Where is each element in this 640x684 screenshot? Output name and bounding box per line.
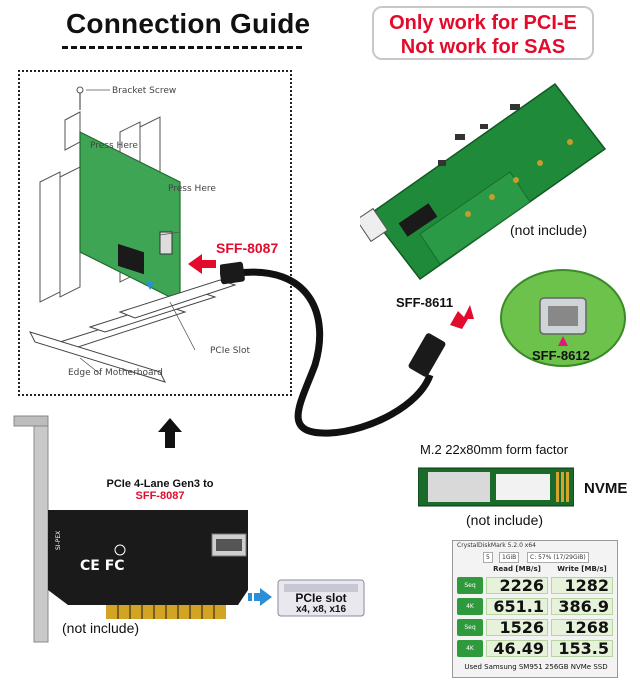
cdm-window-title: CrystalDiskMark 5.2.0 x64 <box>457 542 536 549</box>
cdm-read-value: 1526 <box>486 619 548 636</box>
cdm-count-select[interactable]: 5 <box>483 552 493 563</box>
installation-diagram-box <box>18 70 292 396</box>
notice-line-2: Not work for SAS <box>400 36 566 58</box>
crystaldiskmark-panel: CrystalDiskMark 5.2.0 x64 5 1GiB C: 57% … <box>452 540 618 678</box>
installation-diagram <box>29 86 237 383</box>
pcie-adapter-card: CE FC SI-PEX <box>13 415 248 643</box>
card-title-line-2: SFF-8087 <box>135 490 185 502</box>
label-press-here-1: Press Here <box>90 141 138 151</box>
svg-text:SI-PEX: SI-PEX <box>55 531 62 550</box>
cdm-footer: Used Samsung SM951 256GB NVMe SSD <box>464 663 608 671</box>
label-pcie-slot: PCIe Slot <box>210 346 251 356</box>
not-include-ssd-label: (not include) <box>466 512 544 528</box>
sff-8612-zoom <box>500 269 626 367</box>
pcie-slot-badge-shape <box>277 579 365 617</box>
right-arrow-icon <box>248 588 272 606</box>
cdm-write-value: 386.9 <box>551 598 613 615</box>
pcie-slot-badge-line-2: x4, x8, x16 <box>295 604 347 615</box>
card-title: PCIe 4-Lane Gen3 to SFF-8087 <box>92 478 228 502</box>
not-include-card-label: (not include) <box>62 620 140 636</box>
label-edge-of-motherboard: Edge of Motherboard <box>68 368 163 378</box>
m2-adapter-board <box>360 82 607 281</box>
not-include-board-label: (not include) <box>510 222 588 238</box>
compatibility-notice: Only work for PCI-E Not work for SAS <box>372 6 594 60</box>
title-underline <box>62 46 302 49</box>
screw-icon <box>76 86 84 94</box>
cdm-drive-select[interactable]: C: 57% (17/29GiB) <box>527 552 589 563</box>
red-arrow-icon <box>188 254 216 274</box>
sff-8611-label: SFF-8611 <box>396 295 454 310</box>
cdm-row-label[interactable]: 4K <box>457 640 483 657</box>
cdm-write-value: 1268 <box>551 619 613 636</box>
svg-text:CE FC: CE FC <box>80 558 125 574</box>
pcie-slot-badge-line-1: PCIe slot <box>295 591 347 605</box>
m2-ssd-illustration <box>418 467 574 507</box>
sff-8611-connector-icon <box>408 333 446 377</box>
pcie-slot-badge: PCIe slot x4, x8, x16 <box>276 592 366 615</box>
cdm-read-value: 2226 <box>486 577 548 594</box>
cdm-write-value: 1282 <box>551 577 613 594</box>
cdm-row-label[interactable]: Seq Q32T1 <box>457 577 483 606</box>
cable-illustration <box>220 261 474 437</box>
cdm-size-select[interactable]: 1GiB <box>499 552 520 563</box>
cdm-read-value: 651.1 <box>486 598 548 615</box>
label-press-here-2: Press Here <box>168 184 216 194</box>
cdm-row-label[interactable]: Seq <box>457 619 483 636</box>
up-arrow-icon <box>158 418 182 448</box>
sff-8087-label: SFF-8087 <box>216 240 279 256</box>
sff-8612-label: SFF-8612 <box>532 348 590 363</box>
cdm-read-header: Read [MB/s] <box>493 565 541 573</box>
page-title: Connection Guide <box>66 8 311 39</box>
label-bracket-screw: Bracket Screw <box>112 86 177 96</box>
cdm-read-value: 46.49 <box>486 640 548 657</box>
sff-8087-connector-icon <box>220 261 245 285</box>
cdm-row-label[interactable]: 4K Q32T1 <box>457 598 483 627</box>
ssd-form-factor-label: M.2 22x80mm form factor <box>420 442 569 457</box>
notice-line-1: Only work for PCI-E <box>389 12 577 34</box>
nvme-label: NVME <box>584 480 628 497</box>
cdm-write-value: 153.5 <box>551 640 613 657</box>
card-title-line-1: PCIe 4-Lane Gen3 to <box>106 478 214 490</box>
cdm-write-header: Write [MB/s] <box>557 565 607 573</box>
